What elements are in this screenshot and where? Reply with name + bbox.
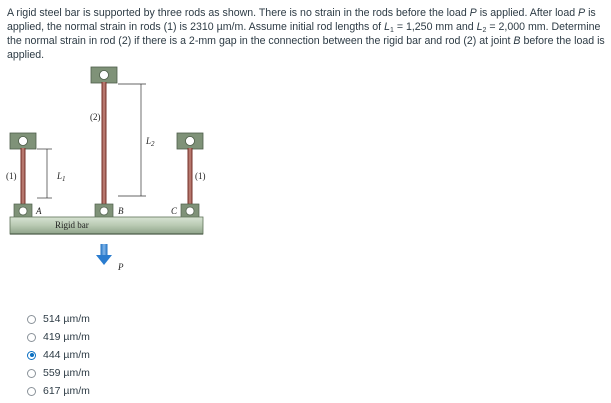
joint-a-label: A [36,206,42,216]
pin-b [94,203,114,219]
answer-option-1[interactable]: 514 µm/m [27,310,90,328]
answer-options: 514 µm/m 419 µm/m 444 µm/m 559 µm/m 617 … [27,310,90,400]
radio-button[interactable] [27,386,36,396]
question-part: before the load is applied. [7,35,605,61]
l2-label: L2 [146,136,155,148]
radio-button[interactable] [27,332,36,342]
rod1-left-label: (1) [6,171,17,181]
answer-label: 444 µm/m [43,349,90,361]
rod-1-left [20,148,26,210]
answer-label: 617 µm/m [43,385,90,397]
answer-label: 559 µm/m [43,367,90,379]
answer-option-5[interactable]: 617 µm/m [27,382,90,400]
load-p-label: P [118,262,124,272]
question-part: is applied. After load [476,7,579,19]
joint-c-label: C [171,206,178,216]
pin-a [13,203,33,219]
radio-button[interactable] [27,314,36,324]
subscript-1: 1 [389,27,394,34]
question-part: A rigid steel bar is supported by three … [7,7,470,19]
load-arrow-icon [96,244,112,265]
subscript-2: 2 [482,27,487,34]
question-part: = 1,250 mm and [393,21,477,33]
support-rod1-right [176,132,204,150]
radio-button[interactable] [27,368,36,378]
variable-p: P [578,7,586,19]
rigid-bar-label: Rigid bar [55,220,89,230]
joint-b-label: B [118,206,124,216]
rod-1-right [187,148,193,210]
support-rod1-left [9,132,37,150]
rod-2 [101,82,107,210]
question-part: = 2,000 mm. Determine the normal strain … [7,21,601,47]
answer-label: 419 µm/m [43,331,90,343]
variable-l2: L [476,21,483,33]
rod1-right-label: (1) [195,171,206,181]
answer-option-4[interactable]: 559 µm/m [27,364,90,382]
rigid-bar [9,216,204,235]
variable-l1: L [384,21,390,33]
l1-label: L1 [57,171,66,183]
variable-b: B [513,35,521,47]
support-rod2 [90,66,118,84]
rod2-label: (2) [90,112,101,122]
answer-label: 514 µm/m [43,313,90,325]
pin-c [180,203,200,219]
structure-figure: (2) (1) (1) L1 L2 A B C Rigid bar P [0,60,240,280]
question-part: is applied, the normal strain in rods (1… [7,7,596,33]
answer-option-2[interactable]: 419 µm/m [27,328,90,346]
variable-p: P [469,7,477,19]
radio-button-selected[interactable] [27,350,36,360]
dimension-l1 [37,148,52,199]
dimension-l2 [118,83,146,197]
question-text: A rigid steel bar is supported by three … [7,6,607,62]
answer-option-3[interactable]: 444 µm/m [27,346,90,364]
structure-diagram [9,66,204,265]
